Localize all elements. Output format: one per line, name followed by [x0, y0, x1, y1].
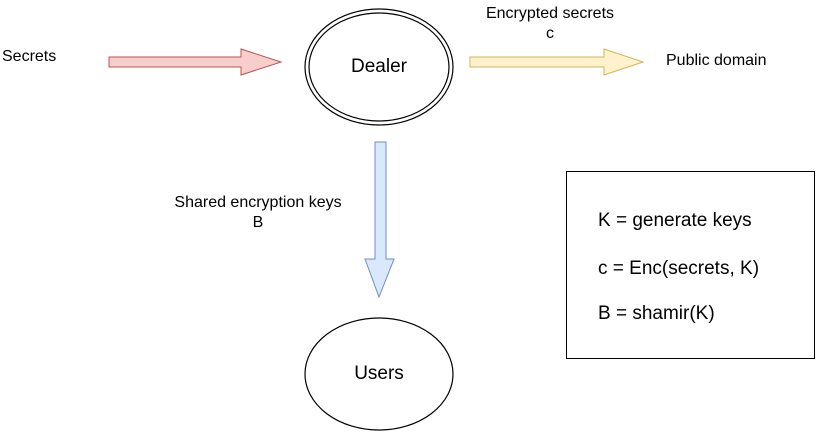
formula-encrypt: c = Enc(secrets, K) — [598, 258, 760, 279]
users-label: Users — [354, 363, 404, 384]
users-node — [304, 317, 454, 431]
encrypted-secrets-label: Encrypted secrets c — [470, 4, 630, 44]
encrypted-secrets-line2: c — [546, 25, 554, 42]
formula-generate-keys: K = generate keys — [598, 210, 752, 231]
public-domain-label: Public domain — [666, 52, 767, 69]
dealer-label: Dealer — [351, 56, 407, 77]
dealer-to-public-arrow — [469, 48, 645, 76]
shared-keys-line2: B — [252, 214, 264, 231]
shared-keys-label: Shared encryption keys B — [158, 193, 358, 233]
secrets-to-dealer-arrow — [108, 48, 283, 76]
encrypted-secrets-line1: Encrypted secrets — [485, 5, 615, 22]
dealer-to-users-arrow — [364, 141, 395, 299]
secrets-label: Secrets — [2, 48, 57, 65]
formula-shamir: B = shamir(K) — [598, 303, 715, 324]
shared-keys-line1: Shared encryption keys — [174, 194, 342, 211]
formula-box: K = generate keys c = Enc(secrets, K) B … — [566, 171, 815, 359]
dealer-node-inner — [308, 12, 450, 122]
